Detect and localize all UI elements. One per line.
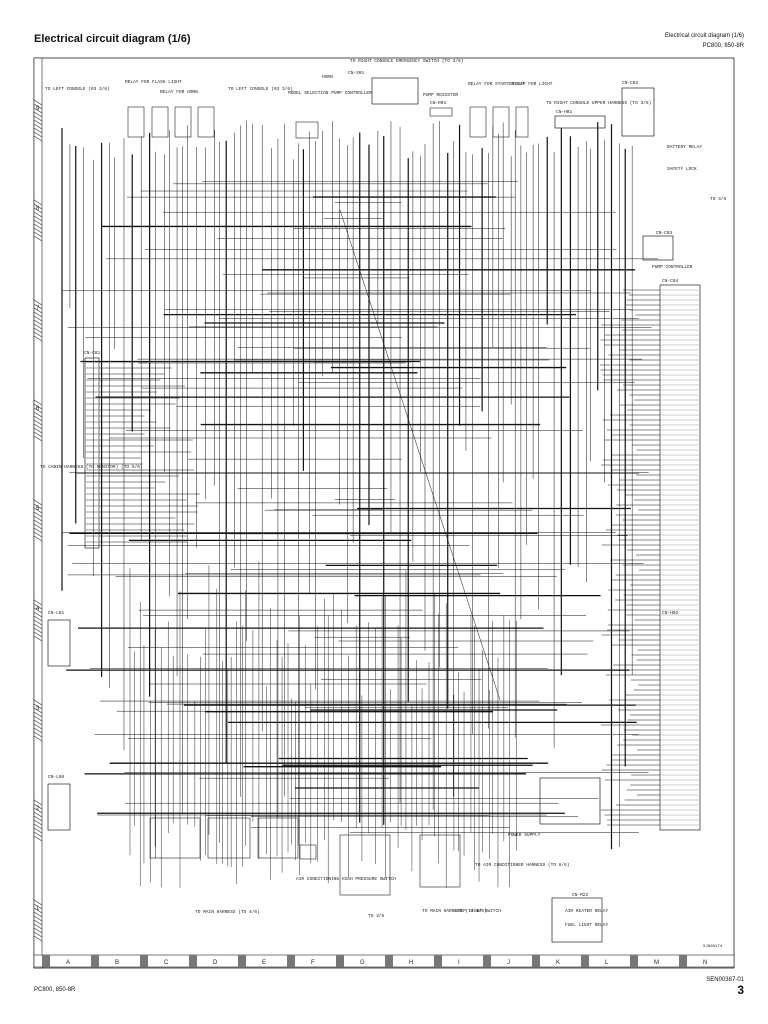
label-air-conditioning: AIR CONDITIONING HIGH PRESSURE SWITCH [296,876,396,882]
label-cn-l01: CN-L01 [48,610,65,616]
label-right-console-upper: TO RIGHT CONSOLE UPPER HARNESS (TO 3/6) [546,100,651,106]
grid-row-3: 3 [36,706,40,712]
label-step-light: STEP LIGHT SWITCH [455,908,501,914]
label-cn-m22: CN-M22 [572,892,589,898]
label-to-3-6-b: TO 3/6 [368,913,385,919]
label-relay-horn: RELAY FOR HORN [160,89,198,95]
connector-left-cabin [84,357,100,549]
label-heater-relay: AIR HEATER RELAY [565,908,609,914]
grid-row-1: 1 [36,906,40,912]
label-cn-l06: CN-L06 [48,774,65,780]
label-to-main-harness-1: TO MAIN HARNESS (TO 4/6) [195,909,260,915]
footer-model: PC800, 850-8R [34,987,76,993]
label-horn: HORN [322,74,333,80]
relay-blocks-top [127,106,529,139]
label-left-console-2: TO LEFT CONSOLE (03 3/6) [228,86,293,92]
grid-col-d: D [213,960,218,966]
grid-col-h: H [409,960,413,966]
grid-column-labels: A B C D E F G H I J K L M N [66,960,707,966]
grid-row-6: 6 [36,406,40,412]
page-title: Electrical circuit diagram (1/6) [34,33,191,45]
footer-right: SEN00387-01 3 [706,977,744,997]
label-cn-c02: CN-C02 [622,80,639,86]
label-cn-s01: CN-S01 [348,70,365,76]
connector-top-center [371,77,419,105]
connector-blocks-bottom [149,817,461,896]
grid-col-c: C [164,960,169,966]
label-relay-starter: RELAY FOR STARTER CUT [468,81,525,87]
grid-col-e: E [262,960,266,966]
grid-col-a: A [66,960,70,966]
label-cn-r01: CN-R01 [430,100,447,106]
grid-col-b: B [115,960,119,966]
grid-col-n: N [703,960,707,966]
header-right: Electrical circuit diagram (1/6) PC800, … [665,31,744,51]
bottom-column-bar [33,954,735,968]
label-cn-c03: CN-C03 [656,230,673,236]
connector-top-right [554,87,674,261]
grid-row-5: 5 [36,506,40,512]
connector-right-pump [659,284,701,831]
header-right-title: Electrical circuit diagram (1/6) [664,33,744,39]
label-cn-c04: CN-C04 [662,278,679,284]
label-cn-h02: CN-H02 [662,610,679,616]
grid-col-l: L [605,960,609,966]
connector-bottom-right [539,777,603,943]
grid-row-labels: 9 8 7 6 5 4 3 2 1 [36,106,40,912]
label-to-main-harness-2: TO MAIN HARNESS (TO 4/6) [422,908,487,914]
label-cn-h01: CN-H01 [556,109,573,115]
label-relay-flash: RELAY FOR FLASH LIGHT [125,79,182,85]
grid-col-m: M [654,960,659,966]
label-cn-c01: CN-C01 [84,350,101,356]
label-relay-light: RELAY FOR LIGHT [512,81,553,87]
label-pump-controller: PUMP CONTROLLER [652,264,693,270]
label-fuel-light: FUEL LIGHT RELAY [565,922,609,928]
wire-bundle [61,120,660,888]
header-model: PC800, 850-8R [702,43,744,49]
page-number: 3 [737,983,744,997]
grid-row-7: 7 [36,306,40,312]
grid-row-9: 9 [36,106,40,112]
label-to-cabin-harness: TO CABIN HARNESS (TO MONITOR) (TO 5/6) [40,464,143,470]
label-left-console-1: TO LEFT CONSOLE (03 3/6) [45,86,110,92]
drawing-reference: SJ003174 [703,945,723,949]
connector-left-l01 [47,619,71,667]
label-safety-lock: SAFETY LOCK [667,166,697,172]
label-right-console-switch: TO RIGHT CONSOLE EMERGENCY SWITCH (TO 3/… [350,58,463,64]
diagram-labels: TO LEFT CONSOLE (03 3/6) RELAY FOR FLASH… [40,58,727,928]
label-battery-relay: BATTERY RELAY [667,144,702,150]
label-power-supply: POWER SUPPLY [508,832,541,838]
grid-row-2: 2 [36,806,40,812]
label-pump-resistor: PUMP RESISTOR [423,92,458,98]
grid-col-j: J [507,960,510,966]
connector-left-l06 [47,783,71,831]
grid-col-i: I [458,960,460,966]
label-model-selection: MODEL SELECTION PUMP CONTROLLER [288,90,372,96]
label-to-3-6: TO 3/6 [710,196,727,202]
grid-col-g: G [360,960,365,966]
footer-doc-code: SEN00387-01 [706,977,744,983]
grid-col-k: K [556,960,560,966]
label-to-air-conditioner: TO AIR CONDITIONER HARNESS (TO 6/6) [475,862,570,868]
grid-row-4: 4 [36,606,40,612]
left-zone-strip [33,57,43,969]
grid-col-f: F [311,960,315,966]
grid-row-8: 8 [36,206,40,212]
